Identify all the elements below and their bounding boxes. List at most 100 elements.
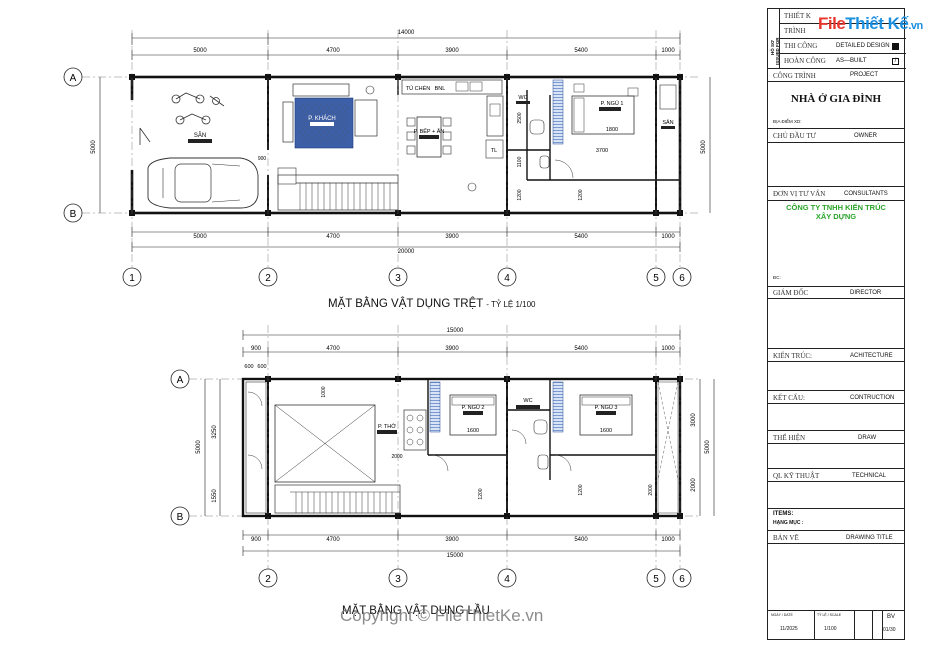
drawing-label: BẢN VẼ <box>773 534 799 542</box>
issued-label-3: THI CÔNG <box>784 42 818 50</box>
architecture-label: KIẾN TRÚC: <box>773 352 812 360</box>
dim-upper-bottom-3: 3900 <box>445 537 459 543</box>
ground-floor-plan: 14000 5000 4700 3900 5400 1000 A B 5000 … <box>63 30 711 287</box>
grid-upper-6: 6 <box>679 574 685 585</box>
checkbox-filled-icon <box>892 43 899 50</box>
dim-upper-left-1: 3250 <box>212 425 218 439</box>
upper-void <box>274 404 376 483</box>
grid-label-a: A <box>70 73 77 84</box>
date-value: 11/2025 <box>780 626 798 632</box>
project-label: CÔNG TRÌNH <box>773 72 816 80</box>
grid-upper-4: 4 <box>504 574 510 585</box>
architecture-value: ACHITECTURE <box>850 353 893 359</box>
dim-top-3: 3900 <box>445 48 459 54</box>
room-wc-upper: WC <box>523 398 532 404</box>
issued-row-1: THIẾT K <box>780 9 906 24</box>
project-value: PROJECT <box>850 72 879 78</box>
dim-wc-3: 1200 <box>517 189 523 200</box>
bed-1 <box>571 95 635 135</box>
motorbike-symbol <box>171 92 225 125</box>
logo-part-2: Thiết Kế <box>845 14 909 33</box>
room-bedroom-1: P. NGỦ 1 <box>601 100 624 107</box>
company-line-2: XÂY DỰNG <box>815 212 857 221</box>
room-cabinet: TỦ CHÉN <box>406 85 430 92</box>
dim-upper-side-left: 5000 <box>196 440 202 454</box>
issued-row-2: TRÌNH <box>780 24 906 39</box>
grid-label-upper-b: B <box>177 512 184 523</box>
dim-upper-bottom-1: 900 <box>251 537 262 543</box>
altar <box>403 409 427 451</box>
owner-row: CHỦ ĐẦU TƯ OWNER <box>768 129 904 187</box>
grid-5: 5 <box>653 273 659 284</box>
dim-upper-left-2: 1550 <box>212 489 218 503</box>
dim-stair-ground: 900 <box>258 156 267 162</box>
dim-upper-overall-bottom: 15000 <box>447 553 464 559</box>
dim-top-4: 5400 <box>574 48 588 54</box>
dim-upper-top-3: 3900 <box>445 346 459 352</box>
drawing-row: BẢN VẼ DRAWING TITLE <box>768 531 904 611</box>
owner-value: OWNER <box>854 133 877 139</box>
dim-bed-2: 1600 <box>467 428 479 434</box>
dim-void: 1000 <box>321 386 327 397</box>
technical-value: TECHNICAL <box>852 473 887 479</box>
items-row: ITEMS: HẠNG MỤC : <box>768 509 904 531</box>
structure-row: KẾT CẤU: CONTRUCTION <box>768 391 904 431</box>
dim-upper-side-right: 5000 <box>705 440 711 454</box>
dim-bottom-3: 3900 <box>445 234 459 240</box>
dim-upper-top-4: 5400 <box>574 346 588 352</box>
grid-4: 4 <box>504 273 510 284</box>
dim-top-2: 4700 <box>326 48 340 54</box>
ground-plan-title: MẶT BẰNG VẬT DỤNG TRỆT - TỶ LỆ 1/100 <box>328 298 536 310</box>
issued-value-4: AS—BUILT <box>836 58 867 64</box>
dim-bottom-5: 1000 <box>661 234 675 240</box>
structure-label: KẾT CẤU: <box>773 394 805 402</box>
dim-wc-1: 2500 <box>517 112 523 123</box>
dim-upper-right-2: 2000 <box>691 478 697 492</box>
dim-side-right: 5000 <box>701 140 707 154</box>
issued-row-4: HOÀN CÔNG AS—BUILT / <box>780 54 906 69</box>
dim-upper-door: 1200 <box>478 488 484 499</box>
grid-label-b: B <box>70 209 77 220</box>
dim-bottom-2: 4700 <box>326 234 340 240</box>
draw-value: DRAW <box>858 435 877 441</box>
project-name: NHÀ Ở GIA ĐÌNH <box>790 93 882 105</box>
car-symbol <box>147 157 259 209</box>
dim-balcony: 2000 <box>648 484 654 495</box>
dim-upper-bottom-2: 4700 <box>326 537 340 543</box>
location-label: ĐỊA ĐIỂM XD: <box>773 119 802 124</box>
floor-plans: 14000 5000 4700 3900 5400 1000 A B 5000 … <box>63 30 715 588</box>
scale-value: 1/100 <box>824 626 837 632</box>
owner-label: CHỦ ĐẦU TƯ <box>773 132 817 140</box>
dim-upper-top-5: 1000 <box>661 346 675 352</box>
room-bnl: BNL <box>435 86 446 92</box>
dim-upper-small-1: 600 <box>244 364 253 370</box>
dim-bed-1: 1800 <box>606 127 618 133</box>
dc-label: ĐC: <box>773 275 781 280</box>
dim-upper-top-1: 900 <box>251 346 262 352</box>
technical-row: QL KỸ THUẬT TECHNICAL <box>768 469 904 509</box>
dim-bedroom-door: 1200 <box>578 189 584 200</box>
checkbox-slash-icon: / <box>892 58 899 65</box>
issued-value-3: DETAILED DESIGN <box>836 43 890 49</box>
scale-label: TỶ LỆ / SCALE <box>817 613 842 617</box>
dim-wc-2: 1100 <box>517 156 523 167</box>
consultant-row: ĐƠN VỊ TƯ VẤN CONSULTANTS CÔNG TY TNHH K… <box>768 187 904 287</box>
dim-bed-3: 1600 <box>600 428 612 434</box>
consultant-label: ĐƠN VỊ TƯ VẤN <box>773 190 826 198</box>
room-yard: SÂN <box>662 119 673 126</box>
dim-bottom-4: 5400 <box>574 234 588 240</box>
ground-stair <box>277 167 399 211</box>
project-row: CÔNG TRÌNH PROJECT NHÀ Ở GIA ĐÌNH ĐỊA ĐI… <box>768 69 904 129</box>
dim-top-1: 5000 <box>193 48 207 54</box>
sheet-number: 01/30 <box>883 627 896 633</box>
copyright-watermark: Copyright © FileThietKe.vn <box>340 606 544 625</box>
director-row: GIÁM ĐỐC DIRECTOR <box>768 287 904 349</box>
grid-3: 3 <box>395 273 401 284</box>
grid-upper-2: 2 <box>265 574 271 585</box>
logo-part-1: File <box>818 14 846 33</box>
dim-worship: 2000 <box>391 454 402 460</box>
grid-upper-5: 5 <box>653 574 659 585</box>
issued-label-1: THIẾT K <box>784 12 811 20</box>
title-block: HỒ SƠ ISSUED FOR THIẾT K TRÌNH THI CÔNG … <box>767 8 906 640</box>
